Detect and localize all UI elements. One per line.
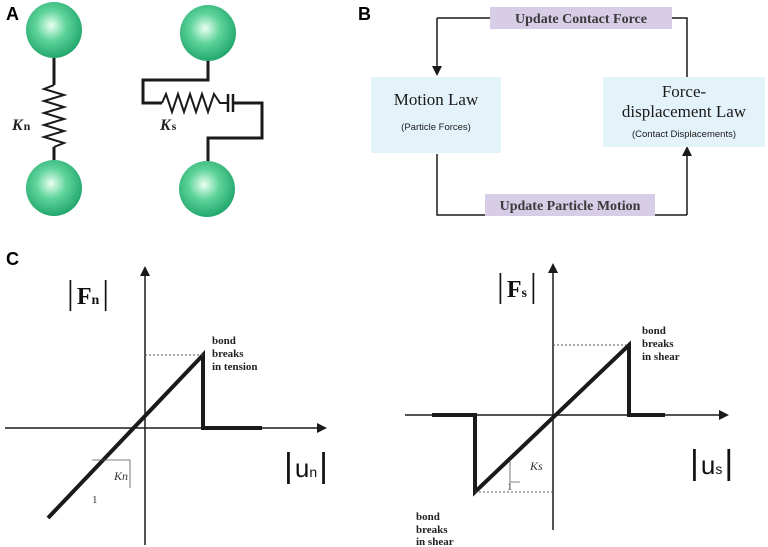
panel-label-b: B: [358, 4, 371, 24]
tension-break-note-line3: in tension: [212, 361, 258, 373]
calculation-cycle-diagram: Update Contact Force Update Particle Mot…: [371, 7, 765, 216]
shear-spring-coil: [161, 90, 228, 116]
motion-law-box: [371, 77, 501, 153]
force-displacement-law-title-line2: displacement Law: [622, 102, 747, 121]
tension-break-note-line2: breaks: [212, 348, 244, 360]
normal-spring-coil: [40, 84, 68, 148]
shear-break-top-note-line3: in shear: [642, 351, 680, 363]
normal-force-displacement-graph: |Fn| |un| bond breaks in tension Kn 1: [5, 266, 328, 545]
shear-force-curve: [432, 340, 665, 497]
shear-break-bottom-note-line1: bond: [416, 511, 440, 523]
shear-graph-x-label: |us|: [690, 444, 733, 482]
shear-graph-y-label: |Fs|: [497, 268, 537, 305]
panel-label-c: C: [6, 249, 19, 269]
force-displacement-law-box: [603, 77, 765, 147]
shear-force-displacement-graph: |Fs| |us| bond breaks in shear bond brea…: [405, 263, 733, 547]
panel-label-a: A: [6, 4, 19, 24]
shear-slope-triangle: [509, 460, 520, 483]
update-contact-force-tag: [490, 7, 672, 29]
normal-graph-y-label: |Fn|: [67, 275, 109, 312]
kn-spring-label: Kn: [11, 117, 31, 134]
normal-force-curve: [46, 349, 262, 520]
normal-spring-model: Kn: [11, 2, 82, 216]
update-particle-motion-label: Update Particle Motion: [500, 199, 641, 214]
shear-break-top-note-line1: bond: [642, 325, 666, 337]
particle-sphere-top-right: [180, 5, 236, 61]
shear-break-bottom-note-line3: in shear: [416, 536, 454, 547]
shear-slope-label: Ks: [529, 459, 543, 473]
normal-graph-x-label: |un|: [284, 447, 328, 485]
shear-spring-model: Ks: [141, 5, 264, 217]
shear-break-top-note-line2: breaks: [642, 338, 674, 350]
motion-law-title: Motion Law: [394, 90, 479, 109]
update-particle-motion-tag: [485, 194, 655, 216]
force-displacement-law-title-line1: Force-: [662, 82, 707, 101]
particle-sphere-top-left: [26, 2, 82, 58]
update-contact-force-label: Update Contact Force: [515, 12, 647, 27]
particle-sphere-bottom-left: [26, 160, 82, 216]
shear-run-label: 1: [507, 481, 513, 493]
shear-break-bottom-note-line2: breaks: [416, 524, 448, 536]
normal-run-label: 1: [92, 494, 98, 506]
motion-law-subtitle: (Particle Forces): [401, 122, 471, 133]
normal-slope-triangle: [92, 459, 131, 488]
normal-slope-label: Kn: [113, 469, 128, 483]
ks-spring-label: Ks: [159, 117, 177, 134]
force-displacement-law-subtitle: (Contact Displacements): [632, 129, 736, 140]
particle-sphere-bottom-right: [179, 161, 235, 217]
tension-break-note-line1: bond: [212, 335, 236, 347]
